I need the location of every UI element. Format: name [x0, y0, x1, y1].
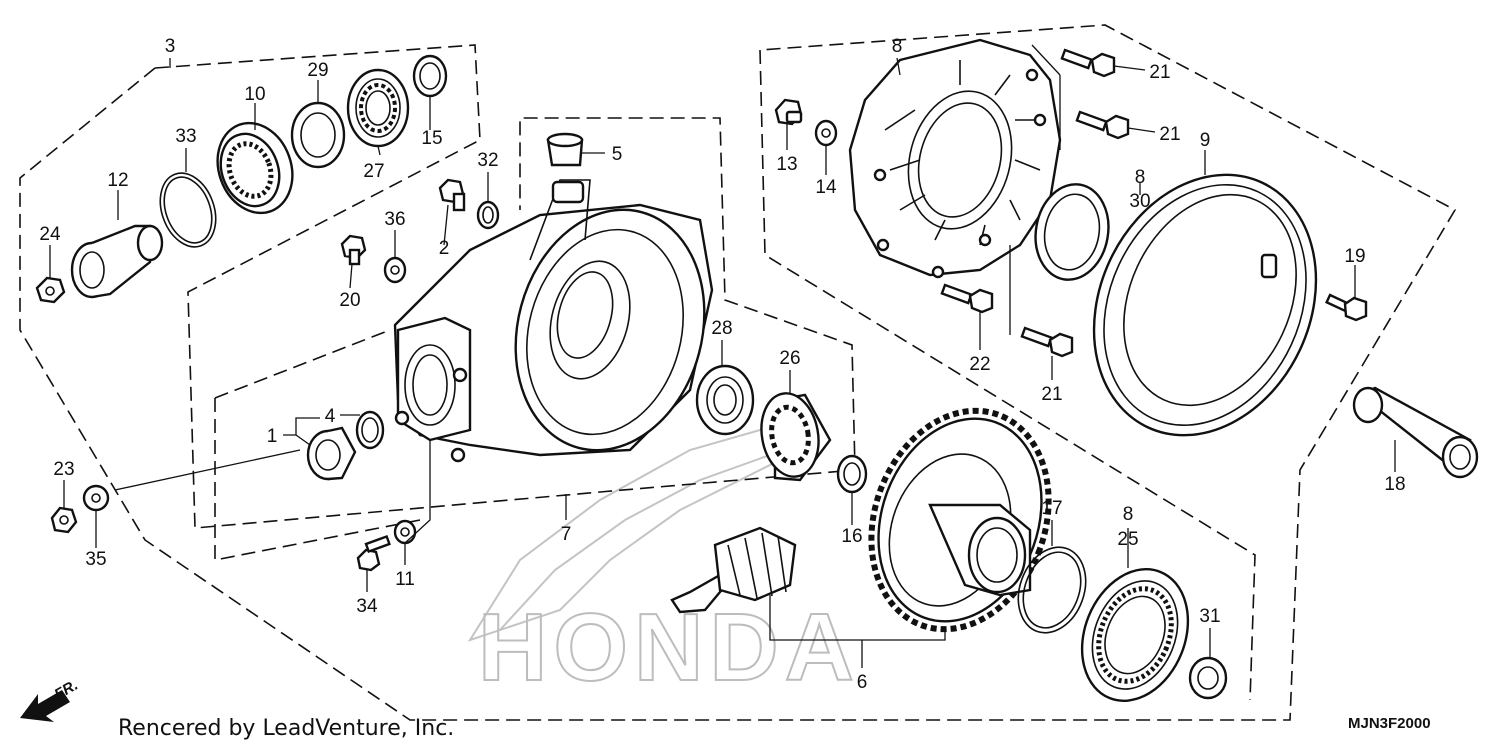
callout-21-low: 21: [1041, 384, 1062, 405]
callout-29: 29: [307, 60, 328, 81]
callout-35: 35: [85, 549, 106, 570]
callout-33: 33: [175, 126, 196, 147]
circlip-17: [1017, 546, 1087, 634]
cover-8: [848, 38, 1062, 279]
washer-11: [393, 519, 417, 545]
bolt-19: [1325, 293, 1368, 322]
washer-35: [82, 484, 110, 512]
callout-14: 14: [815, 177, 837, 198]
nut-24: [35, 276, 66, 304]
bolt-22: [940, 283, 994, 314]
callout-6: 6: [857, 672, 868, 693]
bolt-34: [356, 534, 391, 572]
callout-4: 4: [325, 406, 336, 427]
bolt-2: [438, 178, 466, 212]
gear-10: [216, 121, 294, 215]
callout-12: 12: [107, 170, 128, 191]
callout-17: 17: [1041, 498, 1062, 519]
o-ring-33: [159, 172, 217, 248]
callout-15: 15: [421, 128, 442, 149]
callout-1: 1: [267, 426, 278, 447]
cap-5: [546, 132, 584, 167]
bolt-13: [774, 98, 803, 126]
bolt-21-mid: [1075, 110, 1130, 140]
ring-32: [476, 200, 500, 230]
callout-23: 23: [53, 459, 74, 480]
ring-gear-6: [868, 407, 1052, 633]
callout-20: 20: [339, 290, 360, 311]
bearing-1-4: [306, 410, 385, 481]
callout-11: 11: [395, 569, 415, 590]
bolt-21-low: [1020, 326, 1074, 358]
group-outlines: [19, 24, 1457, 721]
collar-18: [1352, 386, 1479, 479]
callout-13: 13: [776, 154, 797, 175]
callout-10: 10: [244, 84, 265, 105]
callout-21-top: 21: [1149, 62, 1170, 83]
callout-8-top: 8: [892, 36, 903, 57]
ring-15: [412, 54, 448, 98]
callout-27: 27: [363, 161, 384, 182]
callout-7: 7: [561, 524, 572, 545]
bearing-26: [760, 392, 832, 482]
washer-14: [814, 119, 838, 147]
callout-16: 16: [841, 526, 862, 547]
nut-23: [50, 506, 78, 534]
ring-16: [836, 454, 868, 494]
callout-31: 31: [1199, 606, 1220, 627]
watermark-text: HONDA: [478, 594, 860, 701]
sleeve-12: [70, 224, 164, 299]
bearing-27: [346, 68, 410, 148]
front-marker: FR.: [20, 677, 81, 722]
bolt-20: [340, 234, 367, 266]
seal-29: [290, 101, 346, 169]
callout-19-label: 19: [1344, 246, 1365, 267]
leader-lines: [49, 44, 1396, 668]
callout-34: 34: [356, 596, 378, 617]
callout-3: 3: [165, 36, 176, 57]
pinion-gear-6: [670, 526, 797, 614]
washer-36: [383, 256, 407, 284]
callout-8-bottom-label: 8: [1123, 504, 1134, 525]
credit-text: Rencered by LeadVenture, Inc.: [118, 716, 454, 741]
callout-9-label: 9: [1200, 130, 1211, 151]
callout-18: 18: [1384, 474, 1405, 495]
seal-30: [1034, 183, 1110, 281]
callout-26: 26: [779, 348, 800, 369]
callout-24: 24: [39, 224, 61, 245]
callout-8-mid-label: 8: [1135, 167, 1146, 188]
diagram-code: MJN3F2000: [1348, 715, 1431, 732]
bearing-28: [695, 364, 755, 436]
callout-5: 5: [612, 144, 623, 165]
callout-28: 28: [711, 318, 732, 339]
callout-30: 30: [1129, 191, 1150, 212]
callout-2: 2: [439, 238, 450, 259]
bearing-25: [1080, 568, 1190, 702]
honda-watermark: HONDA: [467, 428, 860, 702]
callout-36: 36: [384, 209, 405, 230]
callouts: 3 10 29 27 15 33 12 24 5 32 2 36 20 4 1 …: [39, 36, 1405, 693]
final-drive-housing-7: [393, 179, 714, 463]
callout-32: 32: [477, 150, 498, 171]
callout-22: 22: [969, 354, 990, 375]
ring-9: [1092, 173, 1318, 437]
bolt-21-top: [1060, 48, 1116, 78]
seal-31: [1188, 656, 1228, 700]
callout-25: 25: [1117, 529, 1138, 550]
callout-21-mid: 21: [1159, 124, 1180, 145]
